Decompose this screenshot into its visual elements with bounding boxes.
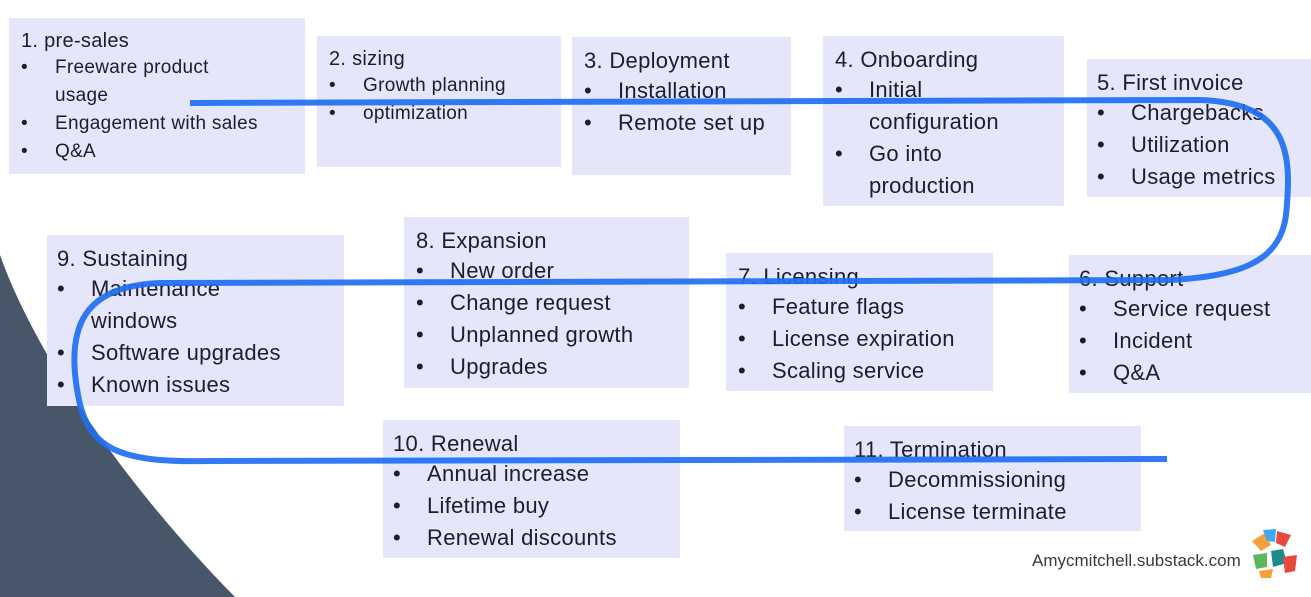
stage-item: Change request [416,287,677,319]
stage-item: Installation [584,75,779,107]
stage-title: 2. sizing [329,48,406,70]
stage-item: Utilization [1097,129,1301,161]
stage-item: New order [416,255,677,287]
stage-item: Upgrades [416,351,677,383]
stage-item: Lifetime buy [393,490,670,522]
stage-item: Annual increase [393,458,670,490]
stage-title: 4. Onboarding [835,47,979,72]
stage-item: optimization [329,100,549,128]
stage-title: 1. pre-sales [21,30,130,52]
stage-item: Service request [1079,293,1301,325]
stage-title: 10. Renewal [393,431,519,456]
stage-title: 8. Expansion [416,228,547,253]
stage-item: Decommissioning [854,464,1131,496]
stage-card-1: 1. pre-sales Freeware product usage Enga… [9,18,305,174]
stage-item: Q&A [21,138,293,166]
stage-card-8: 8. Expansion New order Change request Un… [404,217,689,388]
source-credit: Amycmitchell.substack.com [1032,551,1241,570]
stage-card-7: 7. Licensing Feature flags License expir… [726,253,993,391]
stage-item: Scaling service [738,355,981,387]
stage-card-2: 2. sizing Growth planning optimization [317,36,561,167]
stage-item: Q&A [1079,357,1301,389]
stage-card-10: 10. Renewal Annual increase Lifetime buy… [383,420,680,558]
stage-item: Renewal discounts [393,522,670,554]
stage-item: Known issues [57,369,334,401]
stage-card-3: 3. Deployment Installation Remote set up [572,37,791,175]
stage-title: 5. First invoice [1097,70,1244,95]
stage-title: 3. Deployment [584,48,730,73]
stage-item: Remote set up [584,107,779,139]
stage-item: Unplanned growth [416,319,677,351]
stage-item: License expiration [738,323,981,355]
stage-item: Software upgrades [57,337,334,369]
stage-title: 9. Sustaining [57,246,189,271]
stage-item: Go into production [835,138,1039,202]
stage-item: Feature flags [738,291,981,323]
stage-card-5: 5. First invoice Chargebacks Utilization… [1087,59,1311,197]
stage-item: Initial configuration [835,74,1039,138]
stage-title: 6. Support [1079,266,1184,291]
stage-card-4: 4. Onboarding Initial configuration Go i… [823,36,1064,206]
stage-item: Maintenance windows [57,273,261,337]
stage-title: 7. Licensing [738,264,860,289]
stage-card-11: 11. Termination Decommissioning License … [844,426,1141,531]
stage-item: Incident [1079,325,1301,357]
colorful-hands-logo-icon [1249,527,1299,579]
stage-item: Chargebacks [1097,97,1301,129]
stage-card-6: 6. Support Service request Incident Q&A [1069,255,1311,393]
stage-item: Usage metrics [1097,161,1301,193]
stage-item: Growth planning [329,72,549,100]
stage-item: License terminate [854,496,1131,528]
stage-card-9: 9. Sustaining Maintenance windows Softwa… [47,235,344,406]
stage-item: Engagement with sales [21,110,293,138]
stage-title: 11. Termination [854,437,1007,462]
stage-item: Freeware product usage [21,54,225,110]
